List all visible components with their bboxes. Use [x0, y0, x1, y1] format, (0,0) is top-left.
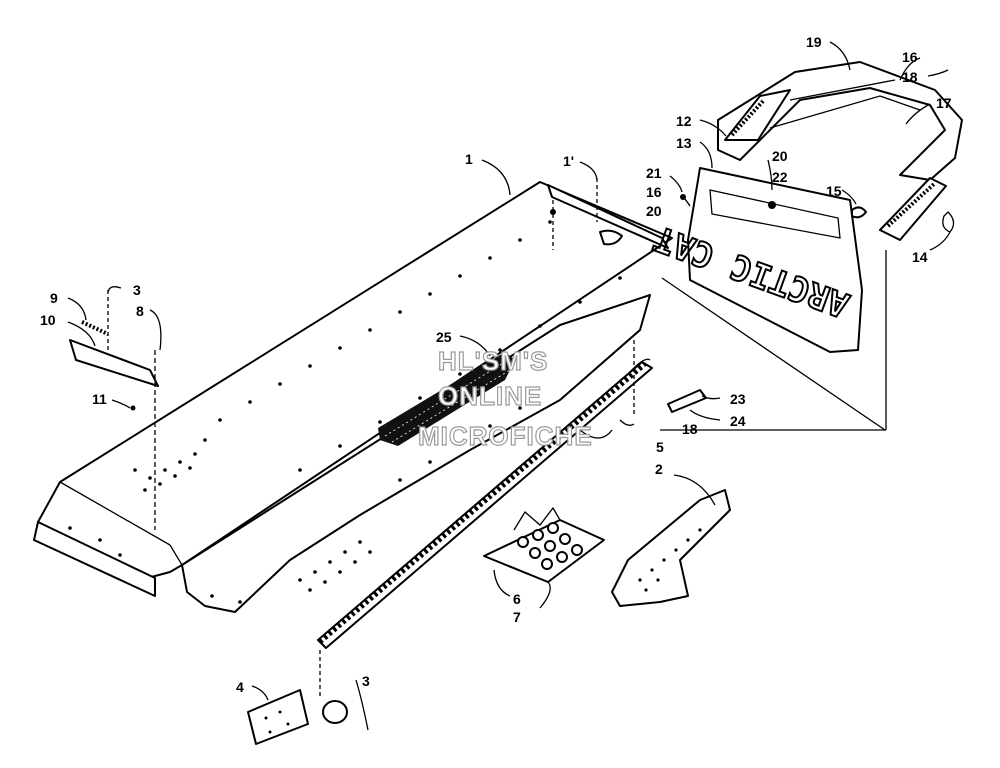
callout-6: 6	[513, 591, 521, 607]
watermark-line-2: ONLINE	[438, 381, 542, 411]
callout-20-left: 20	[646, 203, 662, 219]
slide-rail	[317, 358, 653, 649]
callout-18-bottom: 18	[682, 421, 698, 437]
callout-17: 17	[936, 95, 952, 111]
callout-3-bottom: 3	[362, 673, 370, 689]
watermark-line-1: HL'SM'S	[438, 346, 548, 376]
callout-19: 19	[806, 34, 822, 50]
tunnel-assembly	[33, 181, 673, 613]
watermark: HL'SM'S ONLINE MICROFICHE	[417, 345, 593, 451]
tunnel-left-flange	[33, 521, 156, 597]
callout-3-left: 3	[133, 282, 141, 298]
callout-4: 4	[236, 679, 244, 695]
callout-1-prime: 1'	[563, 153, 574, 169]
tunnel-side-skirt	[181, 294, 651, 613]
callout-16-mid: 16	[646, 184, 662, 200]
callout-24: 24	[730, 413, 746, 429]
side-plate	[611, 489, 731, 607]
bottom-hardware	[247, 650, 348, 745]
callout-2: 2	[655, 461, 663, 477]
callout-11: 11	[92, 391, 107, 407]
callout-23: 23	[730, 391, 746, 407]
callout-labels: 1 1' 2 3 3 4 5 6 7 8 9 10 11 12 13 14 15…	[40, 34, 952, 695]
callout-16-top: 16	[902, 49, 918, 65]
callout-20-top: 20	[772, 148, 788, 164]
callout-1: 1	[465, 151, 473, 167]
callout-18-top: 18	[902, 69, 918, 85]
callout-9: 9	[50, 290, 58, 306]
callout-21: 21	[646, 165, 662, 181]
leader-lines	[67, 41, 951, 731]
rivet-dots	[68, 220, 622, 604]
hatched-cover	[378, 352, 515, 446]
rear-bracket	[547, 178, 669, 250]
callout-22: 22	[772, 169, 788, 185]
callout-10: 10	[40, 312, 56, 328]
callout-13: 13	[676, 135, 692, 151]
callout-12: 12	[676, 113, 692, 129]
rear-flap-assembly: ARCTIC CAT	[648, 61, 963, 431]
callout-14: 14	[912, 249, 928, 265]
callout-5: 5	[656, 439, 664, 455]
callout-8: 8	[136, 303, 144, 319]
footrest	[483, 506, 605, 583]
watermark-line-3: MICROFICHE	[418, 421, 593, 451]
callout-15: 15	[826, 183, 842, 199]
callout-25: 25	[436, 329, 452, 345]
small-plate	[633, 340, 707, 416]
callout-7: 7	[513, 609, 521, 625]
left-bracket	[69, 290, 159, 530]
